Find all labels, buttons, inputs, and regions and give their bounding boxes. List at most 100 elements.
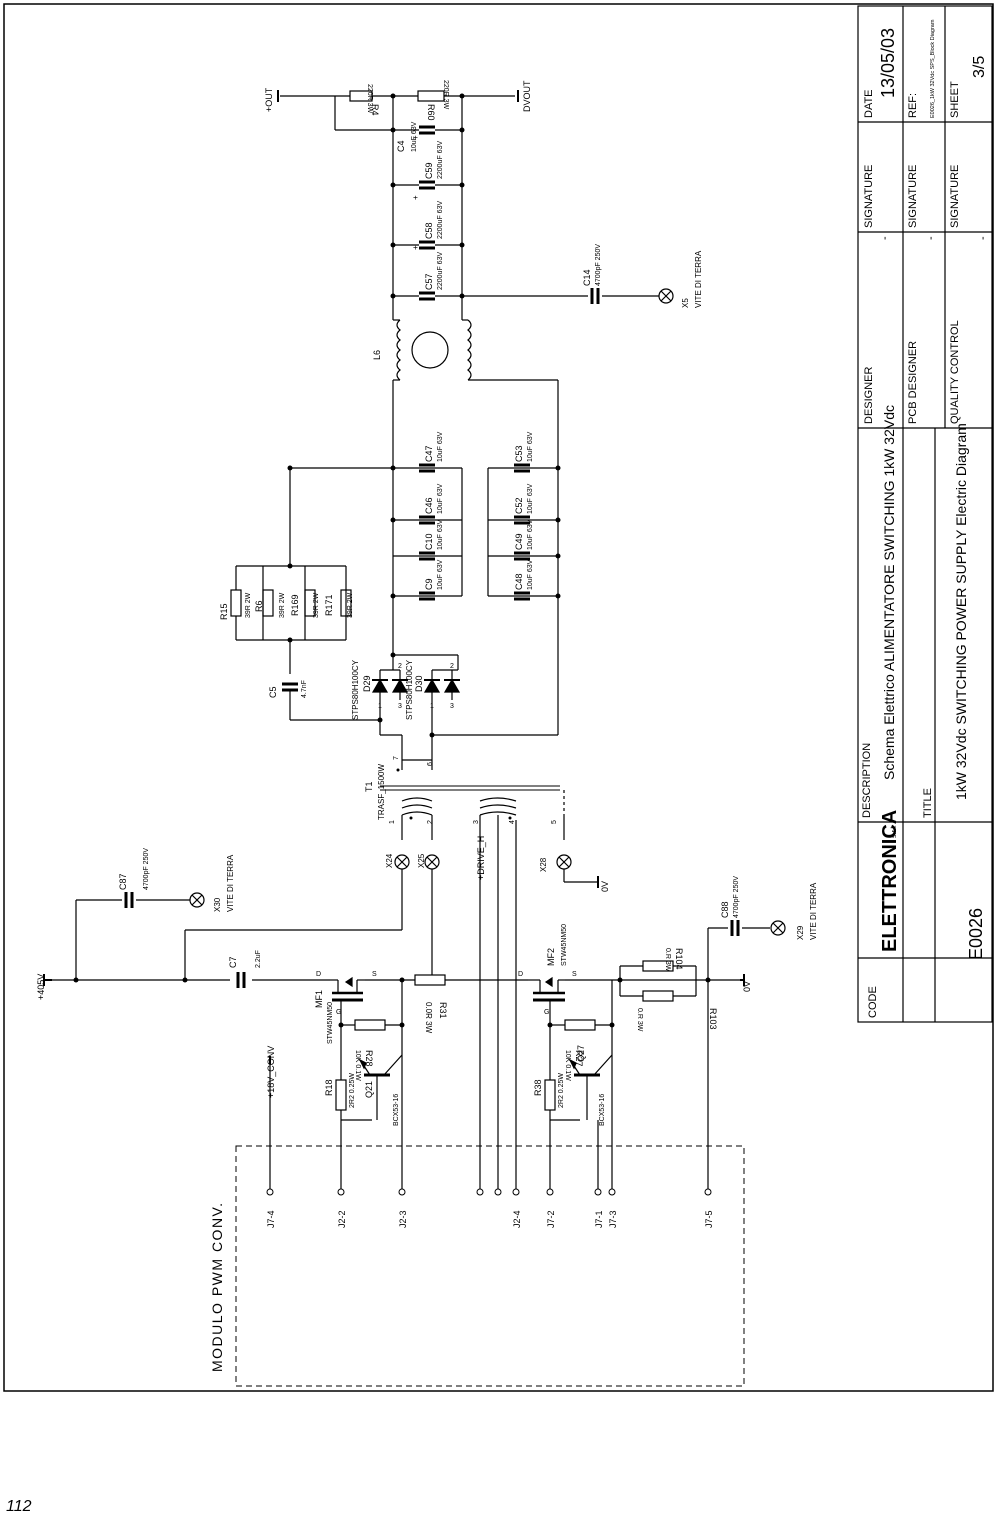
company-logo: ELETTRONICA: [879, 810, 901, 952]
r15-symbol: [230, 589, 242, 617]
r18-symbol: [335, 1079, 347, 1111]
r15-value: 39R 2W: [245, 592, 252, 618]
x5-vite: VITE DI TERRA: [694, 250, 703, 308]
t1-pin-4: 4: [509, 820, 516, 824]
q27-ref: Q27: [576, 1045, 586, 1062]
title-label: TITLE: [922, 788, 934, 818]
r18-value: 2R2 0.25W: [349, 1073, 356, 1108]
c57-ref: C57: [424, 273, 434, 290]
d30-value: STPS80H100CY: [405, 659, 414, 720]
signature-dash-2: -: [925, 236, 937, 240]
d29-pin-3: 3: [398, 703, 402, 710]
junction-dots: [73, 93, 711, 1028]
d30-pin-1: 1: [430, 703, 434, 710]
c59-symbol: [417, 180, 437, 190]
c5-ref: C5: [268, 686, 278, 698]
mf1-symbol: [330, 976, 365, 1010]
x29-vite: VITE DI TERRA: [809, 882, 818, 940]
description-label: DESCRIPTION: [861, 743, 873, 818]
mf1-pin-g: G: [336, 1009, 341, 1016]
mf1-pin-d: D: [316, 971, 321, 978]
screw-x28-icon: [556, 854, 572, 870]
c53-ref: C53: [514, 445, 524, 462]
date-label: DATE: [863, 89, 875, 118]
c58-value: 2200uF 63V: [437, 201, 444, 239]
d29-value: STPS80H100CY: [351, 659, 360, 720]
pwm-module-label: MODULO PWM CONV.: [209, 1202, 225, 1373]
ref-label: REF:: [907, 93, 919, 118]
net-drive-h: +DRIVE_H: [476, 836, 486, 880]
r103-value: 0.R 3W: [664, 948, 671, 972]
r31-symbol: [414, 974, 446, 986]
date-value: 13/05/03: [878, 28, 898, 98]
t1-pin-5: 5: [551, 820, 558, 824]
c5-symbol: [282, 682, 298, 700]
page-number: 112: [6, 1498, 32, 1515]
r27-symbol: [564, 1019, 596, 1031]
q21-ref: Q21: [364, 1081, 374, 1098]
description-value: Schema Elettrico ALIMENTATORE SWITCHING …: [881, 405, 897, 780]
c57-symbol: [417, 291, 437, 301]
title-value: 1kW 32Vdc SWITCHING POWER SUPPLY Electri…: [953, 423, 969, 800]
t1-pin-7: 7: [393, 756, 400, 760]
pin-j7-2: J7-2: [546, 1210, 556, 1228]
screw-x29-icon: [770, 920, 786, 936]
d30-pin-3: 3: [450, 703, 454, 710]
t1-value: TRASF_1500W: [377, 764, 386, 820]
signature-dash-1: -: [879, 236, 891, 240]
power-flags: [43, 90, 745, 1064]
ref-value: E0026_1kW 32Vdc SPS_Block Diagram: [930, 19, 936, 118]
d29-pin-1: 1: [378, 703, 382, 710]
c49-ref: C49: [514, 533, 524, 550]
r169-value: 39R 2W: [313, 592, 320, 618]
sheet-label: SHEET: [949, 81, 961, 118]
c7-symbol: [236, 970, 246, 990]
c7-value: 2.2uF: [255, 950, 262, 968]
mf2-pin-s: S: [572, 971, 577, 978]
pwm-module-outline: [235, 1145, 745, 1387]
r31-ref: R31: [438, 1002, 448, 1019]
r38-symbol: [544, 1079, 556, 1111]
t1-ref: T1: [364, 781, 374, 792]
r103-symbol: [642, 990, 674, 1002]
r28-symbol: [354, 1019, 386, 1031]
r171-value: 39R 2W: [347, 592, 354, 618]
q21-value: BCX53-16: [393, 1094, 400, 1126]
c52-ref: C52: [514, 497, 524, 514]
c88-value: 4700pF 250V: [733, 876, 740, 918]
net-out-plus: +OUT: [264, 87, 274, 112]
signature-label-3: SIGNATURE: [949, 165, 961, 228]
r60-ref: R60: [426, 104, 436, 121]
signature-label-2: SIGNATURE: [907, 165, 919, 228]
pin-j7-5: J7-5: [704, 1210, 714, 1228]
c59-plus: +: [411, 135, 420, 140]
quality-control-label: QUALITY CONTROL: [949, 320, 961, 424]
x5-ref: X5: [681, 298, 690, 308]
designer-label: DESIGNER: [863, 366, 875, 424]
r6-value: 39R 2W: [279, 592, 286, 618]
t1-symbol: [380, 759, 565, 868]
c88-ref: C88: [720, 901, 730, 918]
c87-symbol: [124, 890, 134, 910]
r6-ref: R6: [254, 600, 264, 612]
mf2-pin-g: G: [544, 1009, 549, 1016]
c10-value: 10uF 63V: [437, 519, 444, 550]
c57-plus: +: [411, 245, 420, 250]
r171-ref: R171: [324, 594, 334, 616]
r103-ref: R103: [708, 1008, 718, 1030]
screw-x30-icon: [189, 892, 205, 908]
wires: [52, 95, 770, 1190]
d29-symbol: [371, 655, 409, 710]
pin-j7-1: J7-1: [594, 1210, 604, 1228]
r31-value: 0.0R 3W: [424, 1002, 433, 1034]
r104-value: 0.R 3W: [636, 1008, 643, 1032]
q27-symbol: [568, 1054, 613, 1120]
r6-symbol: [262, 589, 274, 617]
c59-ref: C59: [424, 162, 434, 179]
pin-j2-3: J2-3: [398, 1210, 408, 1228]
r169-ref: R169: [290, 594, 300, 616]
r104-ref: R104: [674, 948, 684, 970]
pcb-designer-label: PCB DESIGNER: [907, 341, 919, 424]
x25-ref: X25: [417, 853, 426, 868]
x30-vite: VITE DI TERRA: [226, 854, 235, 912]
